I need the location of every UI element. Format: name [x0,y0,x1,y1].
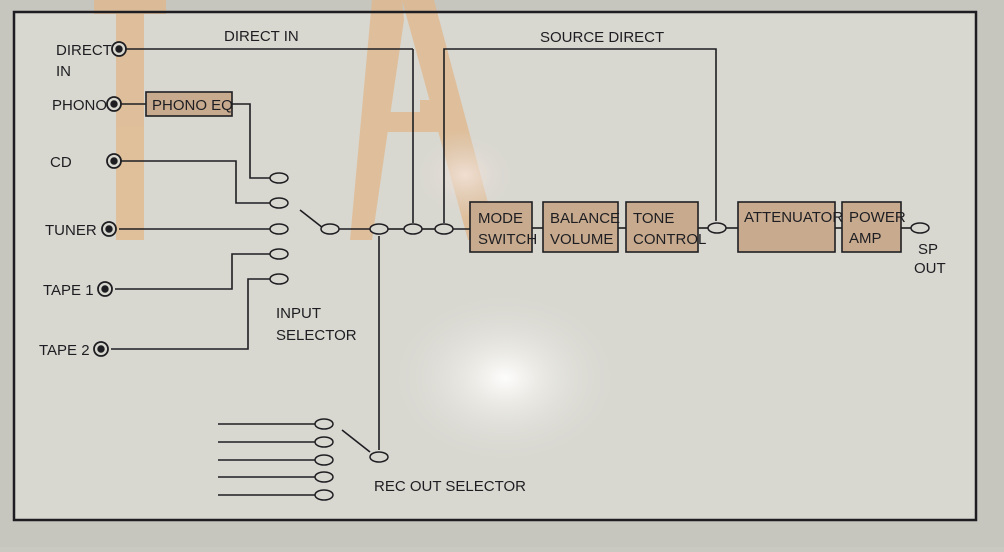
direct-in-label: DIRECT IN [224,28,299,45]
selector-common [320,223,340,235]
cd-label: CD [50,154,72,171]
attenuator-block [737,201,836,253]
selector-contact-tape2 [269,273,289,285]
rec-contact-2 [314,436,334,448]
source-direct-return-node [707,222,727,234]
input-jacks [93,41,127,357]
sp-out-terminal [910,222,930,234]
selector-contact-tuner [269,223,289,235]
tape1-jack [97,281,113,297]
input-selector-label: INPUT [276,305,321,322]
source-direct-label: SOURCE DIRECT [540,29,664,46]
tone-control-label: TONE [633,210,674,227]
selector-contact-phono [269,172,289,184]
mode-switch-label: MODE [478,210,523,227]
balance-volume-label: BALANCE [550,210,620,227]
rec-contact-5 [314,489,334,501]
tuner-jack [101,221,117,237]
sp-out-label: SP [918,241,938,258]
glare [385,288,625,468]
direct-in-input-label: DIRECT [56,42,112,59]
rec-out-node [369,223,389,235]
mode-switch-block [469,201,533,253]
direct-in-input-label-2: IN [56,63,71,80]
tape1-label: TAPE 1 [43,282,94,299]
balance-volume-label-2: VOLUME [550,231,613,248]
processing-blocks [145,91,902,253]
direct-in-jack [111,41,127,57]
glare-top [410,130,520,220]
selector-contact-cd [269,197,289,209]
switch-contacts [269,172,930,501]
tone-control-label-2: CONTROL [633,231,706,248]
rec-contact-3 [314,454,334,466]
tape2-jack [93,341,109,357]
cd-jack [106,153,122,169]
tape2-label: TAPE 2 [39,342,90,359]
phono-eq-block [145,91,233,117]
tuner-label: TUNER [45,222,97,239]
sp-out-label-2: OUT [914,260,946,277]
wiring [111,48,912,496]
source-direct-node [434,223,454,235]
power-amp-label: POWER [849,209,906,226]
mode-switch-label-2: SWITCH [478,231,537,248]
balance-volume-block [542,201,619,253]
direct-in-node [403,223,423,235]
rec-out-selector-label: REC OUT SELECTOR [374,478,526,495]
phono-label: PHONO [52,97,107,114]
input-selector-label-2: SELECTOR [276,327,357,344]
attenuator-label: ATTENUATOR [744,209,843,226]
phono-eq-label: PHONO EQ [152,97,233,114]
tone-control-block [625,201,699,253]
power-amp-block [841,201,902,253]
selector-contact-tape1 [269,248,289,260]
power-amp-label-2: AMP [849,230,882,247]
rec-out-common [369,451,389,463]
rec-contact-1 [314,418,334,430]
diagram-border [12,10,978,522]
phono-jack [106,96,122,112]
rec-contact-4 [314,471,334,483]
